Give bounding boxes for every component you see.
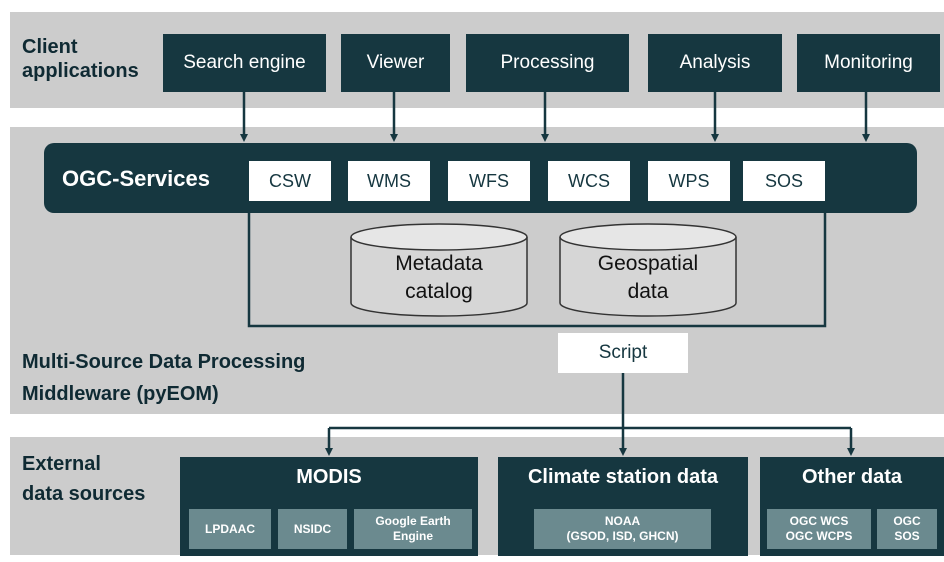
- source-nsidc: NSIDC: [278, 509, 347, 549]
- app-analysis: Analysis: [648, 34, 782, 92]
- app-processing: Processing: [466, 34, 629, 92]
- service-wms: WMS: [348, 161, 430, 201]
- script-box: Script: [558, 333, 688, 373]
- app-monitoring: Monitoring: [797, 34, 940, 92]
- ogc-title: OGC-Services: [62, 166, 210, 191]
- app-viewer: Viewer: [341, 34, 450, 92]
- climate-title: Climate station data: [527, 466, 719, 488]
- metadata-cylinder: [350, 223, 528, 317]
- source-noaa: NOAA(GSOD, ISD, GHCN): [534, 509, 711, 549]
- service-wfs: WFS: [448, 161, 530, 201]
- service-wcs: WCS: [548, 161, 630, 201]
- modis-title: MODIS: [296, 466, 362, 488]
- service-wps: WPS: [648, 161, 730, 201]
- service-sos: SOS: [743, 161, 825, 201]
- service-csw: CSW: [249, 161, 331, 201]
- middleware-frame: [247, 213, 827, 328]
- app-search-engine: Search engine: [163, 34, 326, 92]
- other-title: Other data: [801, 466, 903, 488]
- source-lpdaac: LPDAAC: [189, 509, 271, 549]
- geospatial-cylinder: [559, 223, 737, 317]
